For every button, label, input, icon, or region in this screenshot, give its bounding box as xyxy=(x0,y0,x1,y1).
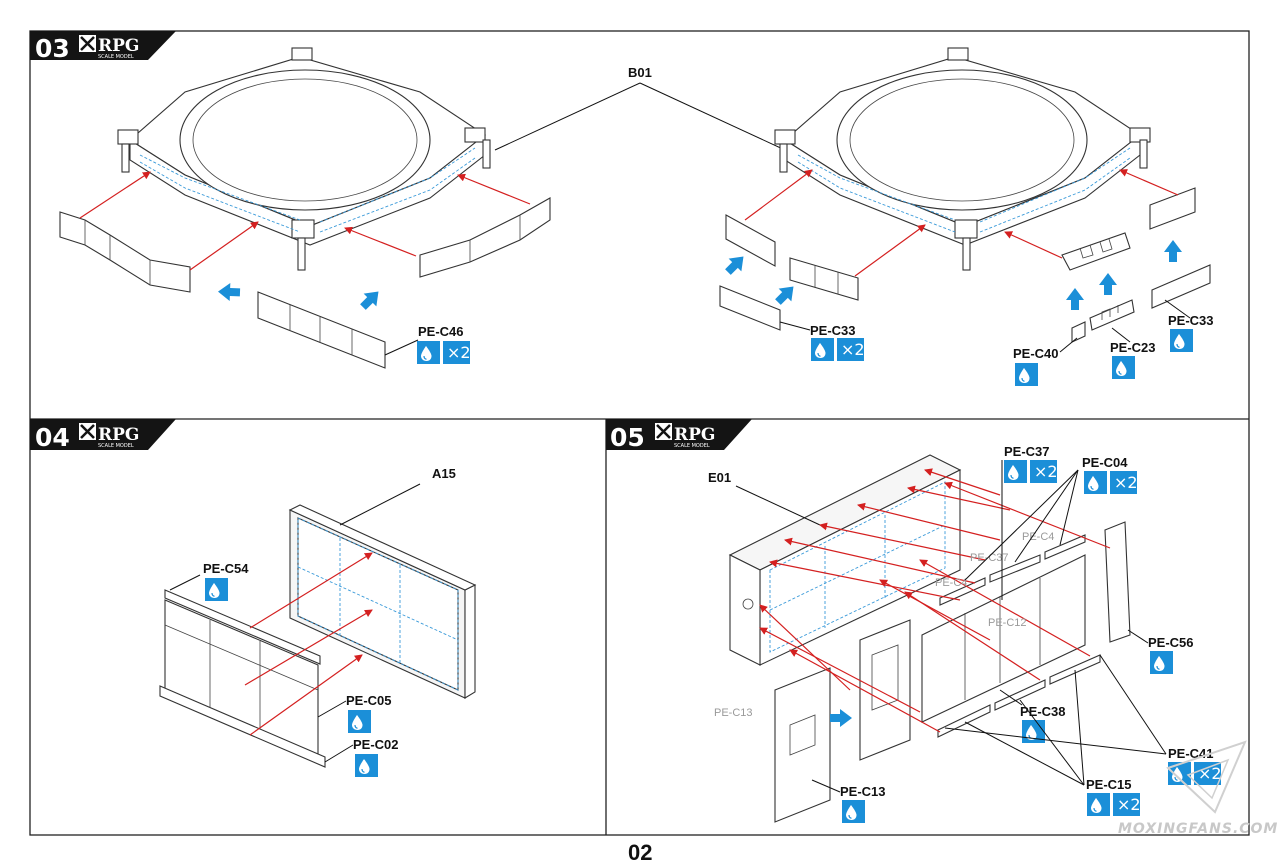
step-04-header: 04 RPG SCALE MODEL xyxy=(30,419,176,452)
label-b01: B01 xyxy=(628,65,652,80)
blue-arrow-icon xyxy=(721,250,750,279)
hull-panel-a15 xyxy=(288,504,477,699)
step-05-header: 05 RPG SCALE MODEL xyxy=(606,419,752,452)
pe-c38-frame xyxy=(859,619,911,761)
glue-drop-icon xyxy=(1167,761,1192,786)
label-pe-c41: PE-C41 xyxy=(1168,746,1214,761)
label-pe-c02: PE-C02 xyxy=(353,737,399,752)
glue-drop-icon xyxy=(1014,362,1039,387)
pe-strip-right-a xyxy=(725,214,776,267)
glue-drop-icon xyxy=(1086,792,1111,817)
step-number: 03 xyxy=(35,34,70,63)
ghost-label: PE-C12 xyxy=(988,617,1027,629)
pe-c56-bracket xyxy=(1104,521,1131,643)
pe-c13-panel xyxy=(774,667,831,823)
pe-strip-left-a xyxy=(59,211,191,293)
label-pe-c04: PE-C04 xyxy=(1082,455,1128,470)
turret-ring-right xyxy=(774,47,1151,271)
pe-strip-left-c xyxy=(257,291,386,369)
label-pe-c38: PE-C38 xyxy=(1020,704,1066,719)
page-number: 02 xyxy=(628,840,652,865)
watermark: MOXINGFANS.COM xyxy=(1118,740,1278,837)
quantity-badge: ×2 xyxy=(1117,795,1141,814)
glue-drop-icon xyxy=(416,340,441,365)
glue-drop-icon xyxy=(810,337,835,362)
label-pe-c37: PE-C37 xyxy=(1004,444,1050,459)
glue-drop-icon xyxy=(1169,328,1194,353)
pe-c02-rail xyxy=(159,685,326,768)
step-number: 04 xyxy=(35,423,70,452)
ghost-label: PE-C13 xyxy=(714,707,753,719)
glue-drop-icon xyxy=(354,753,379,778)
glue-drop-icon xyxy=(1111,355,1136,380)
brand-subtitle: SCALE MODEL xyxy=(98,54,134,60)
ghost-label: PE-C4 xyxy=(935,577,967,589)
label-pe-c40: PE-C40 xyxy=(1013,346,1059,361)
label-pe-c56: PE-C56 xyxy=(1148,635,1194,650)
glue-drop-icon xyxy=(1149,650,1174,675)
pe-strip-right-c xyxy=(719,285,781,331)
quantity-badge: ×2 xyxy=(1114,473,1138,492)
glue-drop-icon xyxy=(841,799,866,824)
turret-ring-left xyxy=(117,47,491,271)
blue-arrow-icon xyxy=(1066,288,1084,310)
brand-logo: RPG xyxy=(98,36,139,56)
pe-strip-right-e xyxy=(1151,264,1211,309)
blue-arrow-icon xyxy=(217,282,241,302)
blue-arrow-icon xyxy=(1164,240,1182,262)
brand-logo: RPG xyxy=(674,425,715,445)
brand-logo: RPG xyxy=(98,425,139,445)
label-pe-c13: PE-C13 xyxy=(840,784,886,799)
pe-c40-part xyxy=(1071,321,1086,343)
step-number: 05 xyxy=(610,423,645,452)
blue-arrow-icon xyxy=(771,280,800,309)
glue-drop-icon xyxy=(347,709,372,734)
label-pe-c46: PE-C46 xyxy=(418,324,464,339)
pe-c23-part xyxy=(1089,299,1135,331)
pe-c54-rail xyxy=(164,589,321,665)
glue-drop-icon xyxy=(1083,470,1108,495)
label-pe-c54: PE-C54 xyxy=(203,561,249,576)
label-a15: A15 xyxy=(432,466,456,481)
blue-arrow-icon xyxy=(830,709,852,727)
label-pe-c33-b: PE-C33 xyxy=(1168,313,1214,328)
pe-bracket-c23-top xyxy=(1061,232,1131,271)
quantity-badge: ×2 xyxy=(447,343,471,362)
label-pe-c33: PE-C33 xyxy=(810,323,856,338)
blue-arrow-icon xyxy=(1099,273,1117,295)
glue-drop-icon xyxy=(204,577,229,602)
brand-subtitle: SCALE MODEL xyxy=(98,443,134,449)
quantity-badge: ×2 xyxy=(841,340,865,359)
brand-subtitle: SCALE MODEL xyxy=(674,443,710,449)
label-pe-c15: PE-C15 xyxy=(1086,777,1132,792)
watermark-text: MOXINGFANS.COM xyxy=(1118,821,1278,837)
ghost-label: PE-C4 xyxy=(1022,531,1054,543)
label-e01: E01 xyxy=(708,470,731,485)
quantity-badge: ×2 xyxy=(1034,462,1058,481)
step-03-header: 03 RPG SCALE MODEL xyxy=(30,31,176,63)
label-pe-c23: PE-C23 xyxy=(1110,340,1156,355)
pe-strip-right-b xyxy=(789,257,859,301)
pe-strip-right-d xyxy=(1149,187,1196,230)
blue-arrow-icon xyxy=(356,285,385,314)
ghost-label: PE-C37 xyxy=(970,552,1009,564)
pe-c12-panel xyxy=(921,554,1086,723)
pe-strip-left-b xyxy=(419,197,551,278)
glue-drop-icon xyxy=(1003,459,1028,484)
label-pe-c05: PE-C05 xyxy=(346,693,392,708)
